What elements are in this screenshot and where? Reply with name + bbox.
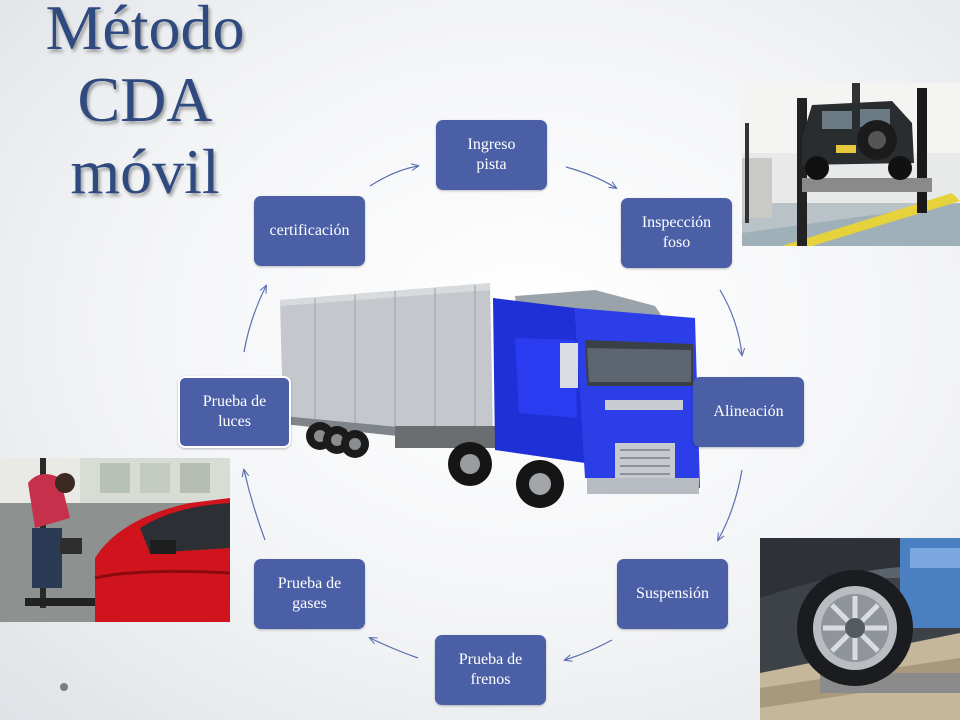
list-bullet (60, 683, 68, 691)
arrow-alineacion-suspension (718, 469, 743, 540)
title-line-2: CDA (77, 64, 213, 135)
step-inspeccion-foso: Inspección foso (621, 198, 732, 268)
arrow-inspeccion-alineacion (719, 289, 742, 355)
headlight-test-photo (0, 458, 230, 622)
step-prueba-gases: Prueba de gases (254, 559, 365, 629)
step-alineacion: Alineación (693, 377, 804, 447)
truck-illustration (275, 278, 705, 518)
brake-test-wheel-photo (760, 538, 960, 720)
arrow-suspension-frenos (565, 639, 613, 660)
brake-test-wheel-image (760, 538, 960, 720)
arrow-gases-luces (244, 470, 266, 541)
arrow-certificacion-ingreso (369, 166, 418, 187)
lift-suv-image (742, 83, 960, 246)
truck-image (280, 283, 700, 508)
arrow-frenos-gases (370, 638, 419, 659)
title-line-1: Método (45, 0, 245, 63)
step-prueba-frenos: Prueba de frenos (435, 635, 546, 705)
arrow-luces-certificacion (243, 286, 266, 353)
step-certificacion: certificación (254, 196, 365, 266)
step-ingreso-pista: Ingreso pista (436, 120, 547, 190)
headlight-test-image (0, 458, 230, 622)
slide-title: Método CDA móvil (20, 0, 270, 208)
step-prueba-luces: Prueba de luces (178, 376, 291, 448)
title-line-3: móvil (70, 136, 220, 207)
step-suspension: Suspensión (617, 559, 728, 629)
arrow-ingreso-inspeccion (565, 166, 616, 188)
lift-suv-photo (742, 83, 960, 246)
